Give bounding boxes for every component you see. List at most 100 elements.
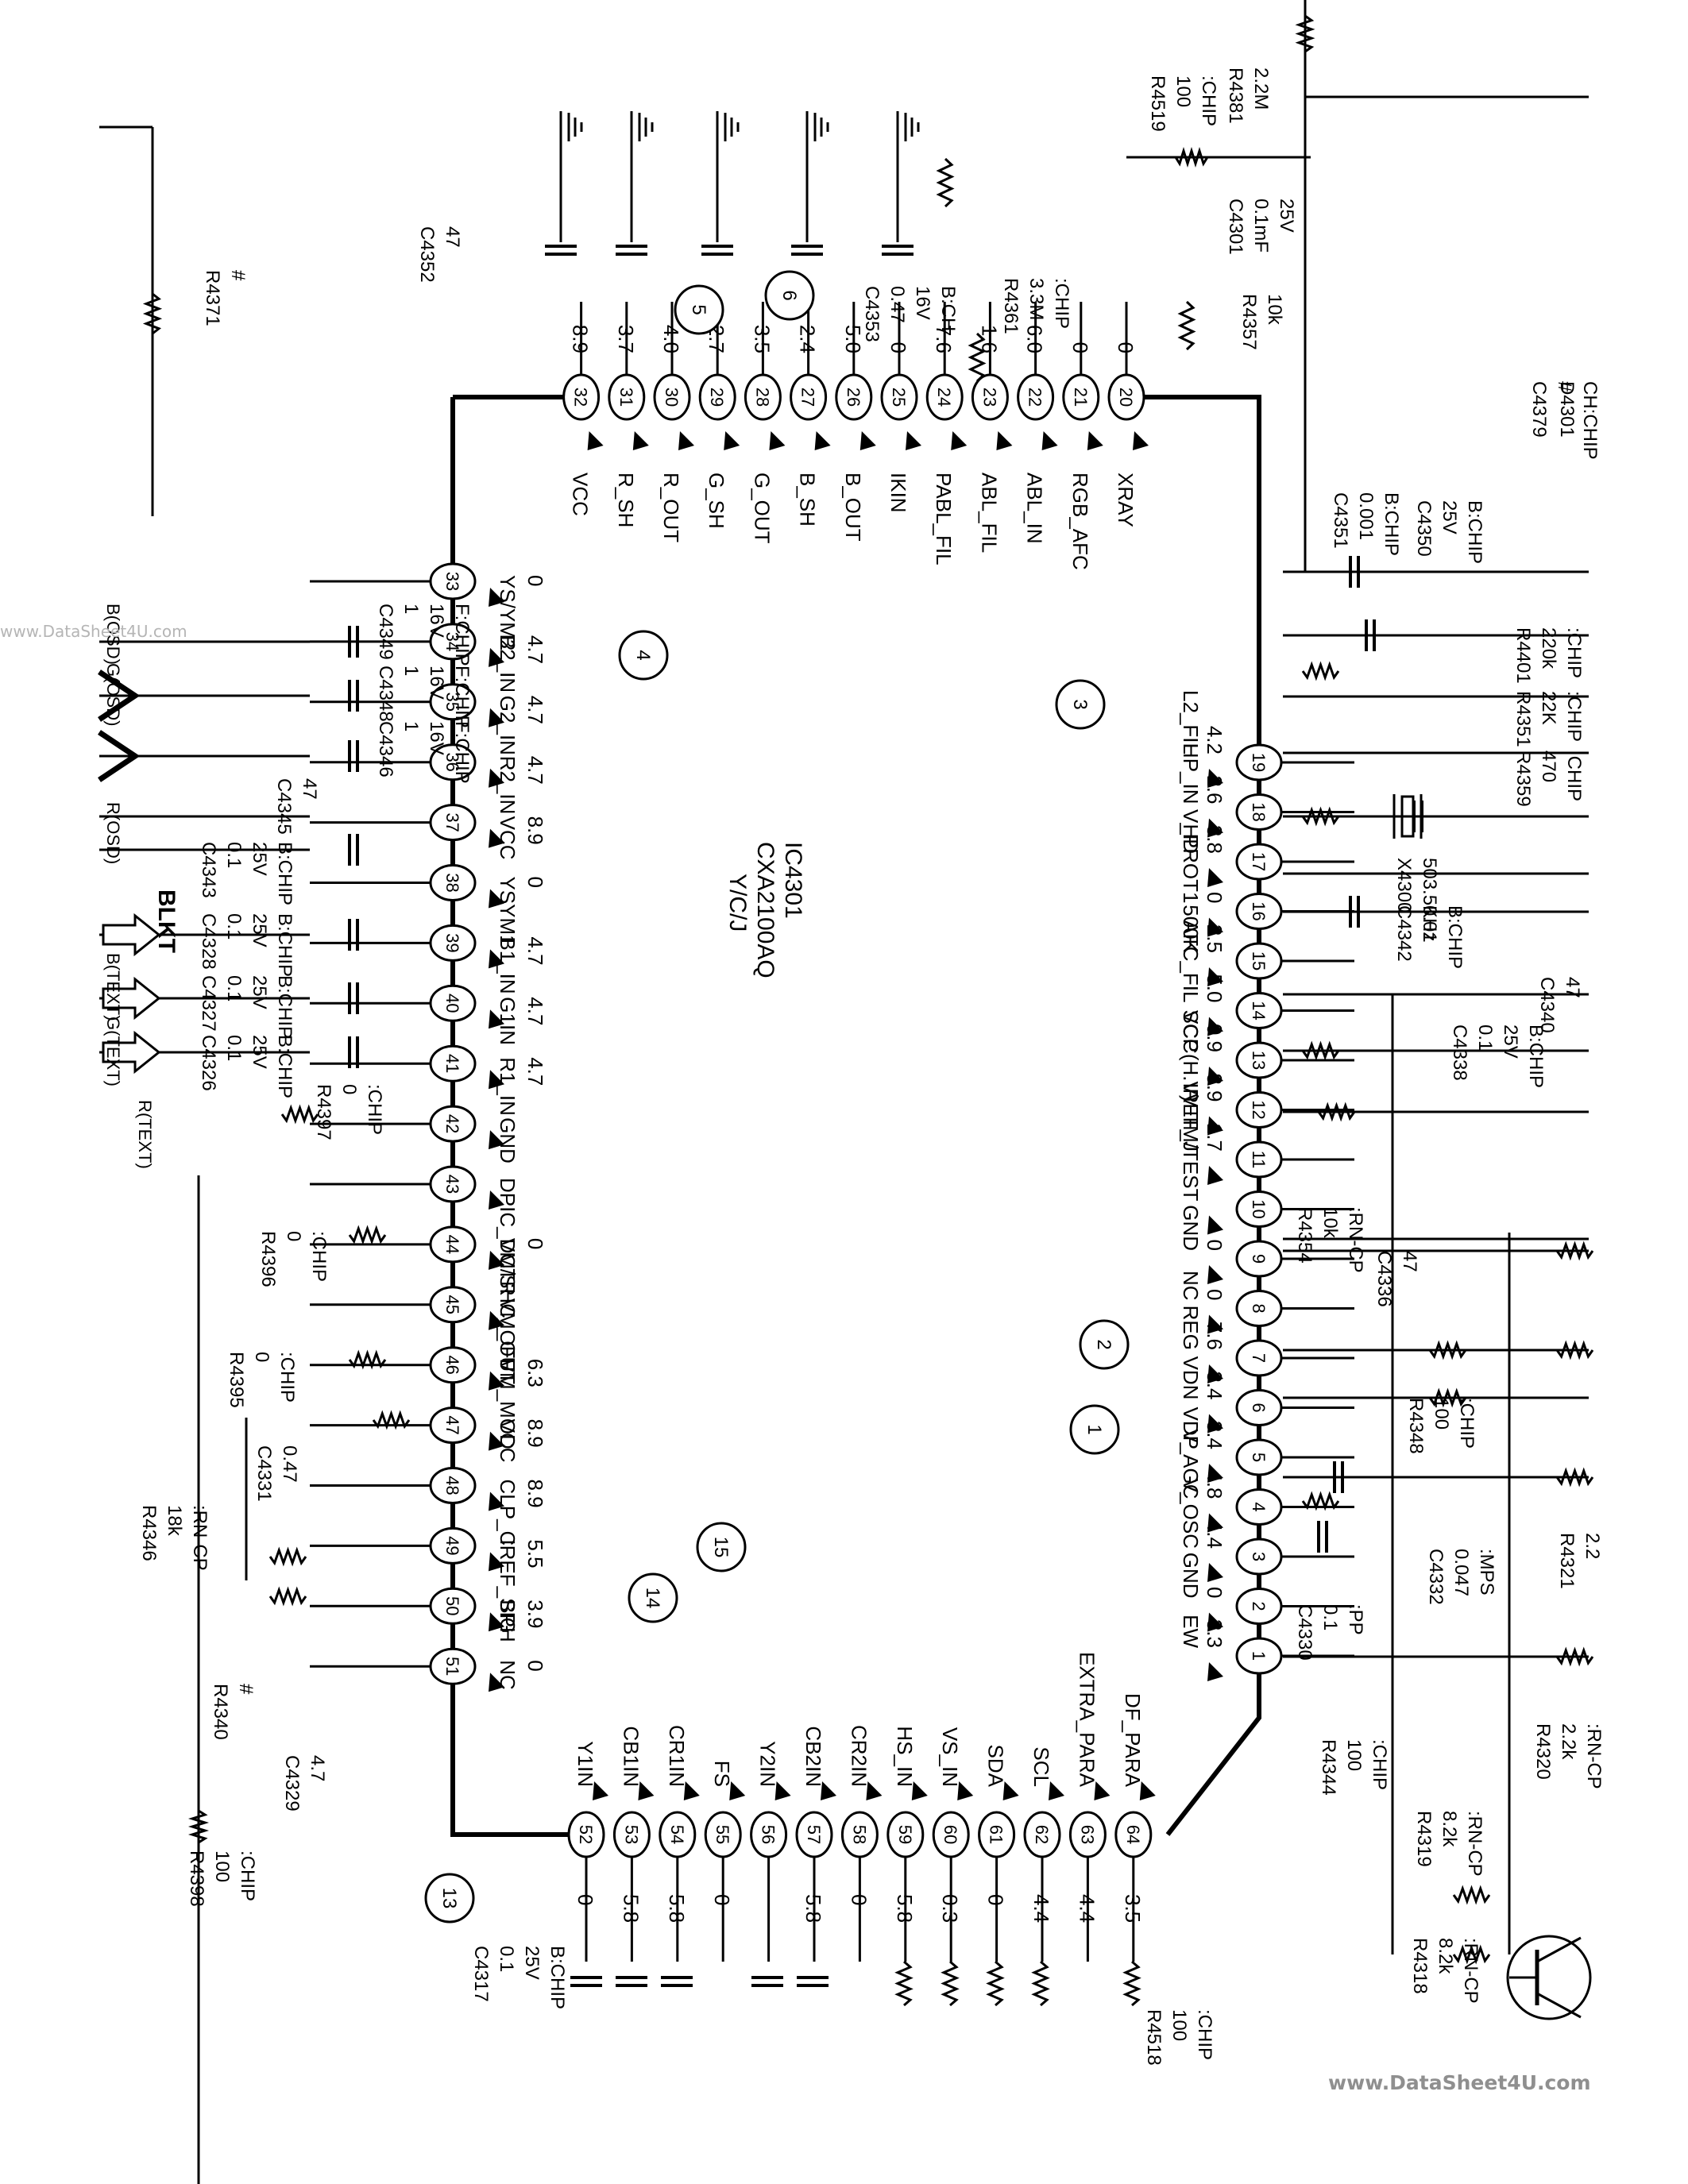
component-value: 0: [283, 1231, 304, 1241]
wires: [99, 0, 1589, 2184]
pin-voltage: 7.6: [932, 325, 956, 353]
ic-variant: Y/C/J: [724, 874, 751, 932]
signal-label: B(TEXT): [103, 953, 123, 1021]
pin-voltage: 5.8: [619, 1894, 643, 1923]
pin-name: CR2IN: [847, 1725, 871, 1787]
pin-voltage: 8.9: [523, 1480, 547, 1508]
pin-voltage: 0: [523, 575, 547, 586]
component-ref: C4338: [1449, 1024, 1470, 1081]
pin-number: 6: [1249, 1403, 1269, 1412]
pin-arrow-mark: [1207, 917, 1223, 937]
pin-number: 64: [1123, 1825, 1143, 1844]
pin-number: 22: [1026, 388, 1045, 407]
pin-voltage: 0: [574, 1894, 597, 1905]
crystal-x4300: [1393, 794, 1423, 839]
component-value: 0.1: [1474, 1024, 1496, 1051]
pin-voltage: 0: [523, 877, 547, 888]
pin-number: 63: [1077, 1825, 1097, 1844]
component-ref: C4342: [1393, 905, 1415, 962]
component-value: :RN-CP: [1345, 1207, 1366, 1273]
components: [98, 14, 1594, 2020]
top-resistor-2: [968, 332, 987, 383]
pin-arrow-mark: [489, 768, 504, 788]
pin-number: 19: [1249, 753, 1269, 772]
pin-arrow-mark: [1207, 1513, 1223, 1533]
pin-arrow-mark: [489, 1009, 504, 1029]
test-point-label: 5: [688, 304, 709, 314]
pin-name: FS: [710, 1761, 734, 1787]
pin-voltage: 4.7: [523, 635, 547, 664]
component-ref: R4381: [1225, 68, 1246, 124]
component-value: 0.1: [223, 975, 245, 1001]
pin-number: 40: [442, 994, 462, 1013]
pin-arrow-mark: [1041, 431, 1058, 450]
component-value: 0.47: [886, 286, 908, 323]
component-ref: R4361: [1000, 278, 1022, 334]
pin-name: CLP_C: [496, 1480, 520, 1546]
pin-name: R_OUT: [659, 473, 683, 542]
pin-number: 9: [1249, 1254, 1269, 1264]
pin-name: GND: [1179, 1553, 1203, 1599]
left-cap-1: [348, 626, 359, 658]
component-value: :CHIP: [1563, 627, 1585, 678]
pin-name: ABL_IN: [1023, 473, 1047, 544]
label-c4379: C4379#CH:CHIP: [1528, 381, 1601, 460]
pin-number: 28: [752, 388, 772, 407]
test-point-label: 3: [1069, 699, 1091, 709]
pin-name: HD: [1179, 824, 1203, 854]
pin-number: 37: [442, 812, 462, 832]
pin-name: NC: [1179, 1271, 1203, 1301]
pin-arrow-mark: [1094, 1781, 1111, 1800]
component-ref: R4354: [1294, 1207, 1315, 1264]
component-value: 25V: [249, 975, 270, 1009]
pin-voltage: 3.9: [523, 1599, 547, 1628]
pin-name: VTIM/TEST: [1179, 1094, 1203, 1202]
component-ref: C4301: [1225, 199, 1246, 255]
pin-number: 16: [1249, 901, 1269, 920]
component-ref: C4326: [198, 1035, 219, 1091]
pin-number: 7: [1249, 1353, 1269, 1363]
test-point-13: 13: [424, 1873, 475, 1924]
pin-number: 2: [1249, 1601, 1269, 1611]
component-value: 25V: [249, 913, 270, 947]
pin-number: 56: [759, 1825, 778, 1844]
pin-name: DF_PARA: [1121, 1693, 1145, 1788]
pin-name: 500K: [1179, 905, 1203, 953]
pin-number: 54: [667, 1825, 687, 1844]
pin-number: 12: [1249, 1100, 1269, 1119]
watermark-bottom: www.DataSheet4U.com: [1328, 2071, 1591, 2094]
pin-arrow-mark: [489, 1250, 504, 1270]
bottom-cap-1: [570, 1976, 602, 1987]
test-point-4: 4: [618, 630, 669, 681]
pin-name: DPIC_DCTR: [496, 1178, 520, 1296]
pin-voltage: 0: [1203, 1289, 1226, 1300]
test-point-label: 6: [778, 290, 800, 300]
pin-number: 39: [442, 933, 462, 952]
pin-name: B_SH: [796, 473, 820, 527]
component-ref: R4351: [1512, 691, 1534, 747]
component-value: 47: [299, 778, 320, 800]
component-ref: C4343: [198, 842, 219, 898]
component-value: 3.3M: [1026, 278, 1047, 320]
pin-name: L2_FIL: [1179, 690, 1203, 754]
component-value: 2.2M: [1250, 68, 1272, 110]
component-value: 100: [211, 1850, 233, 1882]
component-value: B:CHIP: [1464, 500, 1485, 564]
